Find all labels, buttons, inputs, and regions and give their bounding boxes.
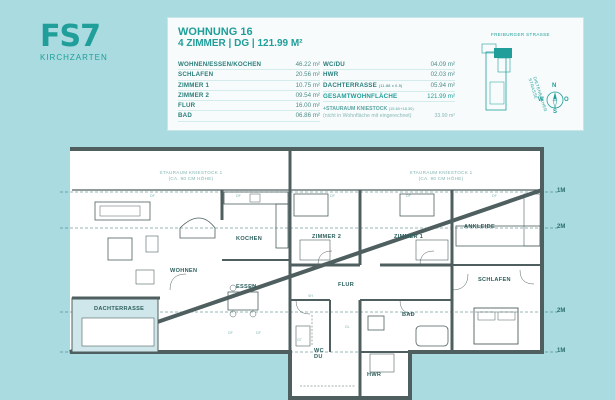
apartment-subtitle: 4 ZIMMER | DG | 121.99 M²: [178, 38, 303, 49]
fixture-label: DF: [256, 331, 261, 335]
fixture-label: SH: [308, 294, 313, 298]
area-row: DACHTERRASSE (11.88 x 0.5)05.94 m²: [323, 81, 455, 92]
room-schlafen: SCHLAFEN: [478, 277, 511, 283]
room-zimmer-1: ZIMMER 1: [394, 234, 424, 240]
fixture-label: DF: [228, 331, 233, 335]
room-essen: ESSEN: [236, 284, 257, 290]
height-mark-1m: 1M: [557, 348, 566, 354]
fixture-label: DF: [150, 194, 155, 198]
room-kochen: KOCHEN: [236, 236, 263, 242]
storage-label: STAURAUM KNIESTOCK 1(CA. 90 CM HÖHE): [409, 170, 473, 181]
fixture-label: DF: [330, 194, 335, 198]
height-mark-2m: 2M: [557, 224, 566, 230]
fixture-label: GT: [297, 338, 302, 342]
logo-wordmark: FS7: [40, 19, 101, 54]
room-bad: BAD: [402, 312, 416, 318]
height-mark-2m: 2M: [557, 308, 566, 314]
logo-subtitle: KIRCHZARTEN: [40, 53, 108, 62]
room-wohnen: WOHNEN: [170, 268, 198, 274]
room-ankleide: ANKLEIDE: [464, 224, 495, 230]
room-wc-du: WC DU: [314, 348, 324, 360]
fixture-label: DF: [236, 194, 241, 198]
floor-plan-drawing: [60, 147, 560, 400]
room-dachterrasse: DACHTERRASSE: [94, 306, 145, 312]
floor-plan: 1M 2M 2M 1M STAURAUM KNIESTOCK 1(CA. 90 …: [0, 140, 615, 400]
street-label-top: FREIBURGER STRASSE: [491, 32, 550, 37]
height-mark-1m: 1M: [557, 188, 566, 194]
room-flur: FLUR: [338, 282, 355, 288]
fixture-label: DF: [406, 194, 411, 198]
room-hwr: HWR: [367, 372, 382, 378]
room-zimmer-2: ZIMMER 2: [312, 234, 342, 240]
storage-extra: +STAURAUM KNIESTOCK (15.60+18.30) (nicht…: [323, 106, 455, 119]
fixture-label: DF: [492, 194, 497, 198]
compass-icon: N O S W: [538, 83, 569, 115]
site-plan-icon: [481, 43, 512, 111]
storage-label: STAURAUM KNIESTOCK 1(CA. 90 CM HÖHE): [159, 170, 223, 181]
apartment-info-card: WOHNUNG 16 4 ZIMMER | DG | 121.99 M² WOH…: [167, 17, 584, 131]
logo: FS7 KIRCHZARTEN: [40, 19, 108, 63]
fixture-label: DL: [345, 325, 350, 329]
apartment-title: WOHNUNG 16: [178, 26, 253, 38]
